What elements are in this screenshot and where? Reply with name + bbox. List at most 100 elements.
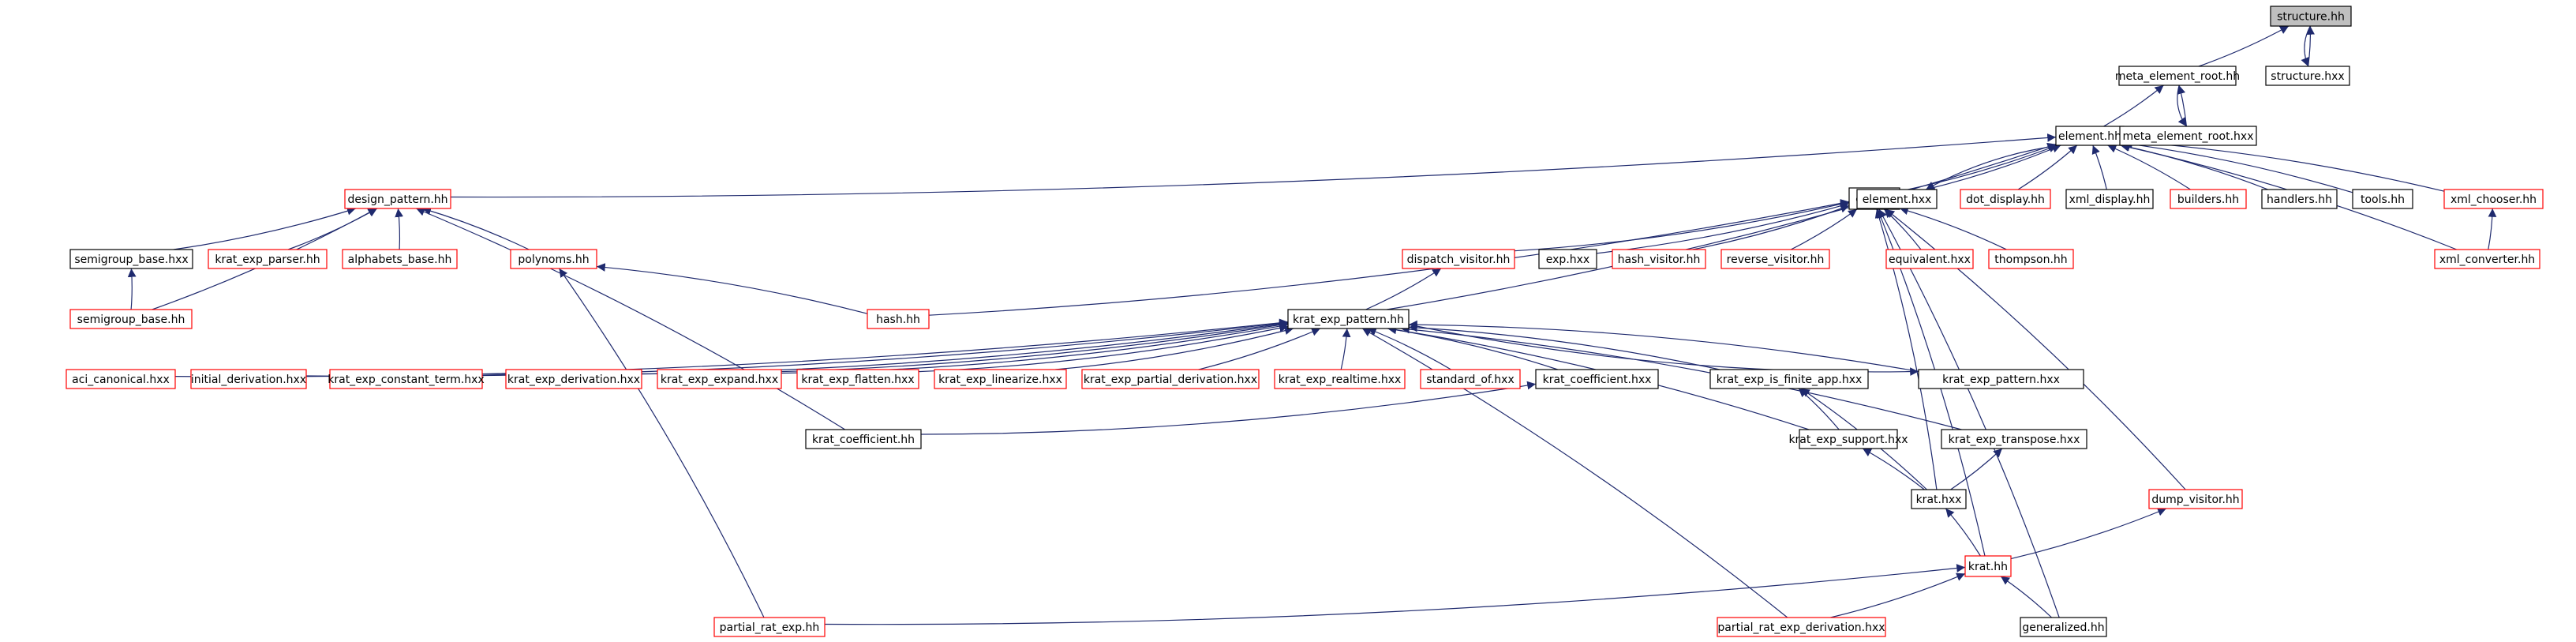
node-box	[510, 249, 597, 269]
node-meta-element-root-hxx[interactable]: meta_element_root.hxx	[2119, 126, 2257, 146]
node-label: krat_exp_is_finite_app.hxx	[1717, 374, 1863, 386]
node-krat-exp-constant-term-hxx[interactable]: krat_exp_constant_term.hxx	[328, 369, 485, 389]
node-krat-exp-partial-derivation-hxx[interactable]: krat_exp_partial_derivation.hxx	[1081, 369, 1260, 389]
node-box	[2443, 189, 2544, 209]
node-polynoms-hh[interactable]: polynoms.hh	[510, 249, 597, 269]
node-design-pattern-hh[interactable]: design_pattern.hh	[344, 189, 451, 209]
node-box	[1709, 369, 1869, 389]
node-box	[190, 369, 307, 389]
edge-exp_hh-to-element_hh	[1899, 144, 2058, 192]
node-label: krat_exp_parser.hh	[215, 253, 320, 266]
node-box	[2020, 617, 2107, 637]
node-exp-hxx[interactable]: exp.hxx	[1538, 249, 1597, 269]
node-semigroup-base-hxx[interactable]: semigroup_base.hxx	[69, 249, 193, 269]
node-builders-hh[interactable]: builders.hh	[2170, 189, 2247, 209]
edge-krat_exp_transpose_hxx-to-krat_exp_pattern_hh	[1401, 325, 1962, 430]
edge-builders_hh-to-element_hh	[2107, 145, 2191, 190]
node-element-hh[interactable]: element.hh	[2055, 126, 2125, 146]
edge-dump_visitor_hh-to-exp_hh	[1885, 208, 2186, 490]
node-krat-exp-pattern-hh[interactable]: krat_exp_pattern.hh	[1287, 309, 1410, 329]
node-label: aci_canonical.hxx	[72, 374, 170, 386]
node-dispatch-visitor-hh[interactable]: dispatch_visitor.hh	[1402, 249, 1515, 269]
node-krat-hh[interactable]: krat.hh	[1964, 555, 2012, 577]
node-label: hash_visitor.hh	[1618, 253, 1701, 266]
edge-partial_rat_exp_hh-to-polynoms_hh	[559, 268, 765, 618]
node-box	[657, 369, 782, 389]
edge-krat_hxx-to-krat_exp_transpose_hxx	[1950, 448, 2003, 490]
node-reverse-visitor-hh[interactable]: reverse_visitor.hh	[1720, 249, 1830, 269]
edge-meta_element_root_hh-to-meta_element_root_hxx	[2177, 84, 2187, 127]
node-semigroup-base-hh[interactable]: semigroup_base.hh	[69, 309, 193, 329]
node-box	[1717, 617, 1886, 637]
node-label: element.hh	[2058, 130, 2121, 143]
edge-partial_rat_exp_derivation_hxx-to-krat_exp_pattern_hh	[1361, 328, 1788, 618]
edge-structure_hh-to-structure_hxx	[2301, 25, 2311, 67]
node-tools-hh[interactable]: tools.hh	[2352, 189, 2413, 209]
node-handlers-hh[interactable]: handlers.hh	[2261, 189, 2338, 209]
node-box	[1988, 249, 2074, 269]
node-label: builders.hh	[2177, 193, 2239, 206]
node-label: reverse_visitor.hh	[1727, 253, 1825, 266]
node-standard-of-hxx[interactable]: standard_of.hxx	[1420, 369, 1521, 389]
node-structure-hxx[interactable]: structure.hxx	[2265, 66, 2350, 86]
node-krat-exp-parser-hh[interactable]: krat_exp_parser.hh	[208, 249, 328, 269]
edge-meta_element_root_hh-to-structure_hh	[2198, 25, 2290, 67]
node-box	[1402, 249, 1515, 269]
edge-dispatch_visitor_hh-to-exp_hh	[1514, 200, 1850, 252]
node-aci-canonical-hxx[interactable]: aci_canonical.hxx	[66, 369, 176, 389]
node-krat-exp-realtime-hxx[interactable]: krat_exp_realtime.hxx	[1274, 369, 1406, 389]
node-partial-rat-exp-derivation-hxx[interactable]: partial_rat_exp_derivation.hxx	[1717, 617, 1886, 637]
node-box	[342, 249, 458, 269]
node-box	[1287, 309, 1410, 329]
node-label: xml_converter.hh	[2439, 253, 2535, 266]
node-generalized-hh[interactable]: generalized.hh	[2020, 617, 2107, 637]
node-meta-element-root-hh[interactable]: meta_element_root.hh	[2115, 66, 2240, 86]
node-label: krat_exp_constant_term.hxx	[328, 374, 484, 386]
node-krat-exp-flatten-hxx[interactable]: krat_exp_flatten.hxx	[796, 369, 919, 389]
node-xml-chooser-hh[interactable]: xml_chooser.hh	[2443, 189, 2544, 209]
node-krat-exp-derivation-hxx[interactable]: krat_exp_derivation.hxx	[505, 369, 642, 389]
node-equivalent-hxx[interactable]: equivalent.hxx	[1885, 249, 1974, 269]
node-structure-hh[interactable]: structure.hh	[2270, 6, 2352, 27]
edge-xml_chooser_hh-to-element_hh	[2123, 137, 2445, 192]
node-box	[1274, 369, 1406, 389]
node-dump-visitor-hh[interactable]: dump_visitor.hh	[2148, 489, 2243, 509]
node-label: krat_exp_pattern.hh	[1293, 313, 1404, 326]
node-krat-coefficient-hxx[interactable]: krat_coefficient.hxx	[1535, 369, 1659, 389]
node-label: krat_exp_support.hxx	[1788, 434, 1908, 446]
node-box	[1964, 555, 2012, 577]
edge-krat_coefficient_hh-to-krat_coefficient_hxx	[920, 381, 1537, 435]
node-krat-hxx[interactable]: krat.hxx	[1911, 489, 1967, 509]
node-label: tools.hh	[2361, 193, 2405, 206]
node-hash-hh[interactable]: hash.hh	[867, 309, 930, 329]
node-krat-coefficient-hh[interactable]: krat_coefficient.hh	[805, 429, 922, 449]
node-initial-derivation-hxx[interactable]: initial_derivation.hxx	[190, 369, 307, 389]
edge-tools_hh-to-element_hh	[2123, 140, 2353, 193]
node-krat-exp-pattern-hxx[interactable]: krat_exp_pattern.hxx	[1918, 369, 2084, 389]
node-xml-display-hh[interactable]: xml_display.hh	[2065, 189, 2154, 209]
node-krat-exp-is-finite-app-hxx[interactable]: krat_exp_is_finite_app.hxx	[1709, 369, 1869, 389]
node-hash-visitor-hh[interactable]: hash_visitor.hh	[1612, 249, 1706, 269]
edge-partial_rat_exp_hh-to-krat_hh	[824, 564, 1966, 625]
node-box	[2261, 189, 2338, 209]
node-element-hxx[interactable]: element.hxx	[1856, 189, 1938, 209]
edge-handlers_hh-to-element_hh	[2121, 143, 2268, 190]
node-krat-exp-support-hxx[interactable]: krat_exp_support.hxx	[1788, 429, 1908, 449]
node-krat-exp-transpose-hxx[interactable]: krat_exp_transpose.hxx	[1941, 429, 2087, 449]
node-thompson-hh[interactable]: thompson.hh	[1988, 249, 2074, 269]
edge-krat_hxx-to-krat_exp_support_hxx	[1862, 448, 1925, 490]
node-xml-converter-hh[interactable]: xml_converter.hh	[2434, 249, 2540, 269]
node-partial-rat-exp-hh[interactable]: partial_rat_exp.hh	[713, 617, 826, 637]
node-krat-exp-linearize-hxx[interactable]: krat_exp_linearize.hxx	[934, 369, 1067, 389]
node-box	[2118, 66, 2237, 86]
node-box	[796, 369, 919, 389]
node-label: krat.hxx	[1916, 494, 1962, 506]
node-dot-display-hh[interactable]: dot_display.hh	[1960, 189, 2051, 209]
node-box	[1420, 369, 1521, 389]
edge-krat_exp_pattern_hh-to-dispatch_visitor_hh	[1365, 268, 1442, 310]
node-label: standard_of.hxx	[1426, 374, 1514, 386]
edge-krat_exp_pattern_hh-to-element_hh	[1387, 142, 2057, 310]
node-krat-exp-expand-hxx[interactable]: krat_exp_expand.hxx	[657, 369, 782, 389]
node-alphabets-base-hh[interactable]: alphabets_base.hh	[342, 249, 458, 269]
node-box	[2434, 249, 2540, 269]
